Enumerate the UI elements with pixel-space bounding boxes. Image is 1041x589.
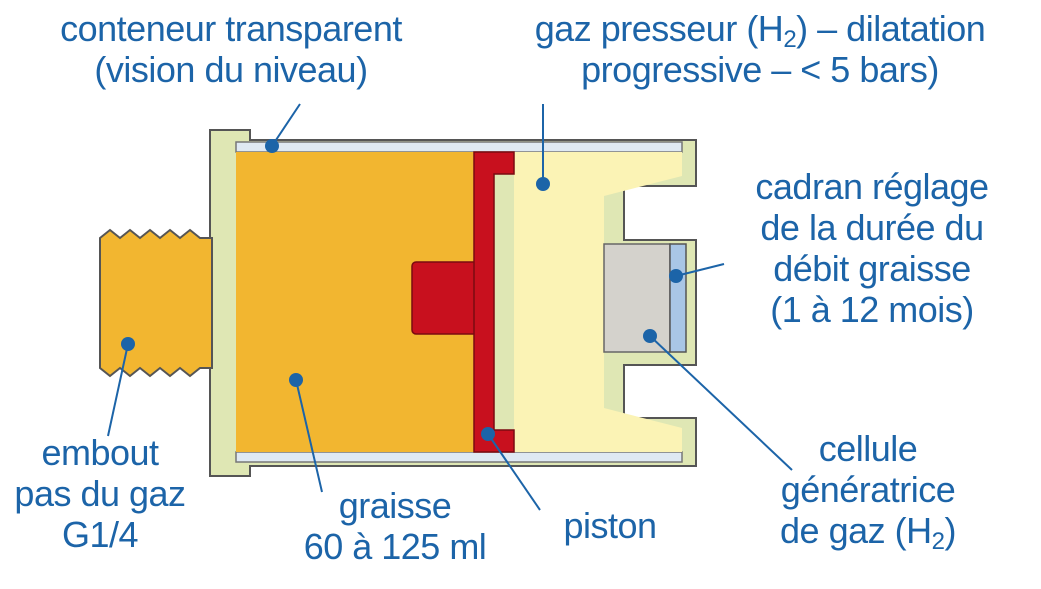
label-dial-line2: de la durée du (760, 207, 984, 248)
label-gas: gaz presseur (H2) – dilatation progressi… (480, 8, 1040, 90)
label-cell-line3: de gaz (H2) (780, 510, 956, 555)
dot-cell (643, 329, 657, 343)
label-dial-line3: débit graisse (773, 248, 971, 289)
label-dial-line1: cadran réglage (755, 166, 989, 207)
label-container: conteneur transparent (vision du niveau) (36, 8, 426, 90)
label-fitting-line1: embout (41, 432, 159, 473)
label-gas-line1: gaz presseur (H2) – dilatation (534, 8, 986, 53)
label-piston-line1: piston (563, 505, 657, 546)
leader-piston (487, 433, 541, 511)
leader-grease (295, 379, 323, 493)
leader-lines (107, 103, 793, 511)
label-cell-line1: cellule (818, 428, 918, 469)
label-gas-line2: progressive – < 5 bars) (581, 49, 939, 90)
label-dial: cadran réglage de la durée du débit grai… (722, 166, 1022, 330)
dot-piston (481, 427, 495, 441)
transparent-wall-top (235, 141, 683, 153)
label-grease-line1: graisse (338, 485, 452, 526)
gas-chamber (514, 152, 682, 452)
dot-grease (289, 373, 303, 387)
dot-container (265, 139, 279, 153)
leader-dots (121, 139, 683, 441)
piston (473, 151, 515, 453)
generator-cell (603, 243, 671, 353)
label-grease-line2: 60 à 125 ml (303, 526, 487, 567)
label-fitting: embout pas du gaz G1/4 (0, 432, 200, 555)
piston-boss (411, 261, 479, 335)
label-fitting-line2: pas du gaz (14, 473, 186, 514)
dot-gas (536, 177, 550, 191)
threaded-fitting (99, 228, 213, 378)
label-container-line2: (vision du niveau) (94, 49, 368, 90)
dot-dial (669, 269, 683, 283)
transparent-wall-bottom (235, 451, 683, 463)
label-dial-line4: (1 à 12 mois) (770, 289, 974, 330)
label-grease: graisse 60 à 125 ml (270, 485, 520, 567)
label-cell: cellule génératrice de gaz (H2) (748, 428, 988, 555)
label-cell-line2: génératrice (780, 469, 956, 510)
leader-cell (649, 335, 793, 471)
dot-fitting (121, 337, 135, 351)
leader-dial (675, 263, 725, 277)
label-fitting-line3: G1/4 (61, 514, 139, 555)
leader-container (271, 103, 301, 147)
label-piston: piston (540, 505, 680, 546)
label-container-line1: conteneur transparent (60, 8, 402, 49)
leader-fitting (107, 343, 129, 437)
adjustment-dial (669, 243, 687, 353)
